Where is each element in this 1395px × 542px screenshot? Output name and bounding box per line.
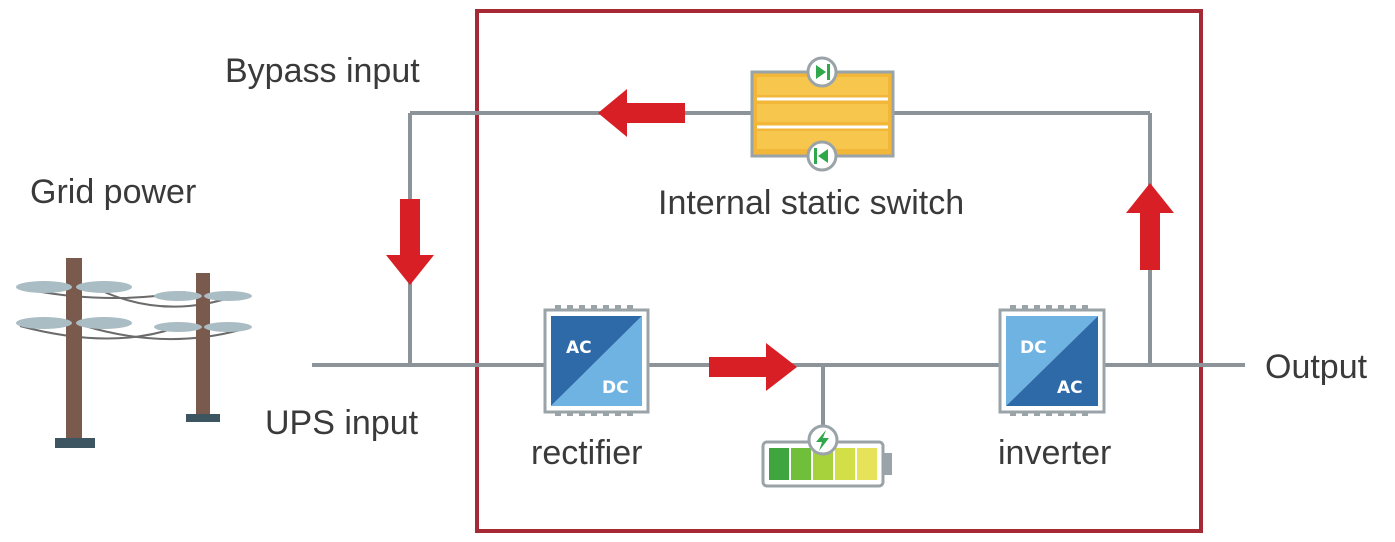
ups-enclosure-frame xyxy=(475,9,1203,533)
arrow-right-dc-bus xyxy=(709,343,797,391)
bypass-input-label: Bypass input xyxy=(225,52,420,90)
ups-input-label: UPS input xyxy=(265,404,419,442)
arrow-left-bypass xyxy=(598,89,685,137)
inverter-top-text: DC xyxy=(1020,338,1047,358)
inverter-bottom-text: AC xyxy=(1057,378,1083,398)
rectifier-label: rectifier xyxy=(531,434,642,472)
flow-arrows xyxy=(386,89,1174,391)
grid-power-label: Grid power xyxy=(30,173,196,211)
thyristor-reverse-icon xyxy=(806,140,838,172)
battery-icon xyxy=(761,424,892,488)
inverter-label: inverter xyxy=(998,434,1111,472)
wiring xyxy=(312,111,1245,440)
utility-pole-icon xyxy=(16,258,252,448)
lightning-icon xyxy=(807,424,839,456)
rectifier-icon: AC DC xyxy=(543,305,650,416)
rectifier-top-text: AC xyxy=(566,338,592,358)
thyristor-forward-icon xyxy=(806,56,838,88)
arrow-down-bypass xyxy=(386,199,434,285)
rectifier-bottom-text: DC xyxy=(602,378,629,398)
output-label: Output xyxy=(1265,348,1368,386)
arrow-up-output xyxy=(1126,183,1174,270)
internal-static-switch-label: Internal static switch xyxy=(658,184,964,222)
static-switch-icon xyxy=(750,56,895,172)
inverter-icon: DC AC xyxy=(998,305,1106,416)
